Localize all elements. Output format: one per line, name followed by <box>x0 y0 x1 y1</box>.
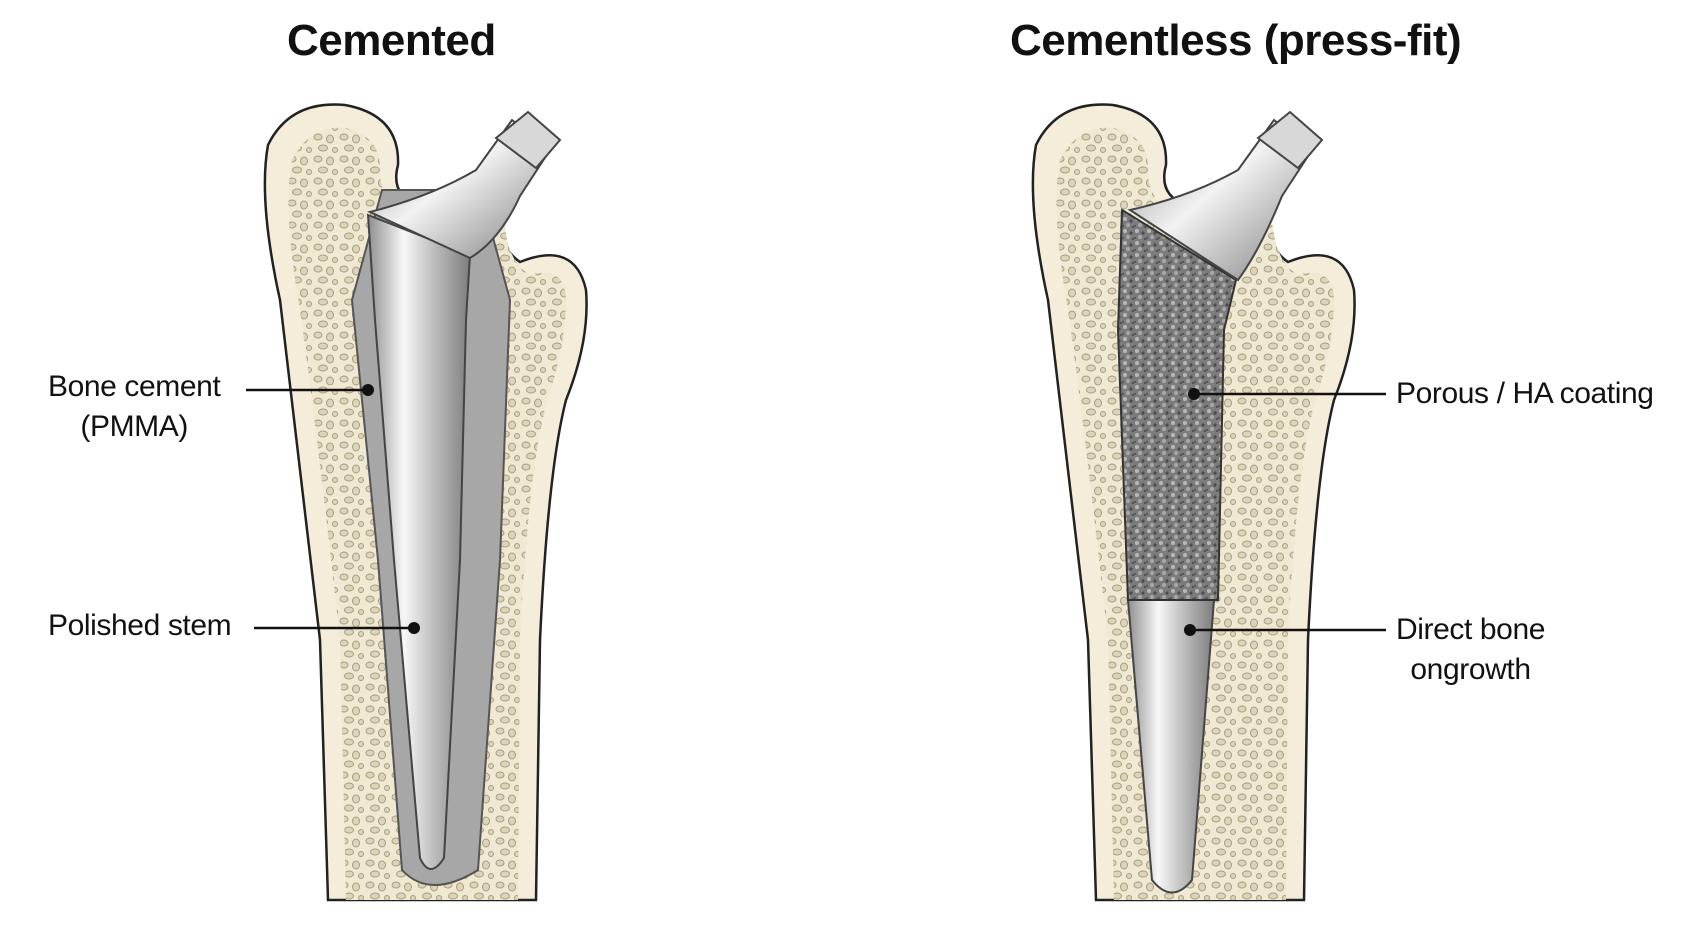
cemented-femur-illustration <box>246 103 588 902</box>
cemented-panel: Cemented Bone cement (PMMA) Polished ste… <box>0 0 846 929</box>
label-line: Direct bone <box>1396 613 1546 646</box>
stem-distal <box>1126 599 1216 894</box>
cementless-femur-illustration <box>1031 103 1386 902</box>
cementless-panel: Cementless (press-fit) Porous / HA coati… <box>846 0 1693 929</box>
label-direct-bone-ongrowth: Direct bone ongrowth <box>1396 610 1545 690</box>
label-porous-ha-coating: Porous / HA coating <box>1396 377 1654 410</box>
trunnion <box>494 110 562 170</box>
trunnion <box>1256 110 1324 170</box>
panel-title-cementless: Cementless (press-fit) <box>1010 16 1462 65</box>
porous-ha-coating <box>1116 208 1238 601</box>
label-line: ongrowth <box>1410 653 1531 686</box>
label-line: (PMMA) <box>80 410 188 443</box>
polished-stem <box>366 213 472 870</box>
panel-title-cemented: Cemented <box>287 16 496 65</box>
label-line: Bone cement <box>48 370 221 403</box>
label-bone-cement: Bone cement (PMMA) <box>48 367 221 447</box>
label-polished-stem: Polished stem <box>48 609 232 642</box>
